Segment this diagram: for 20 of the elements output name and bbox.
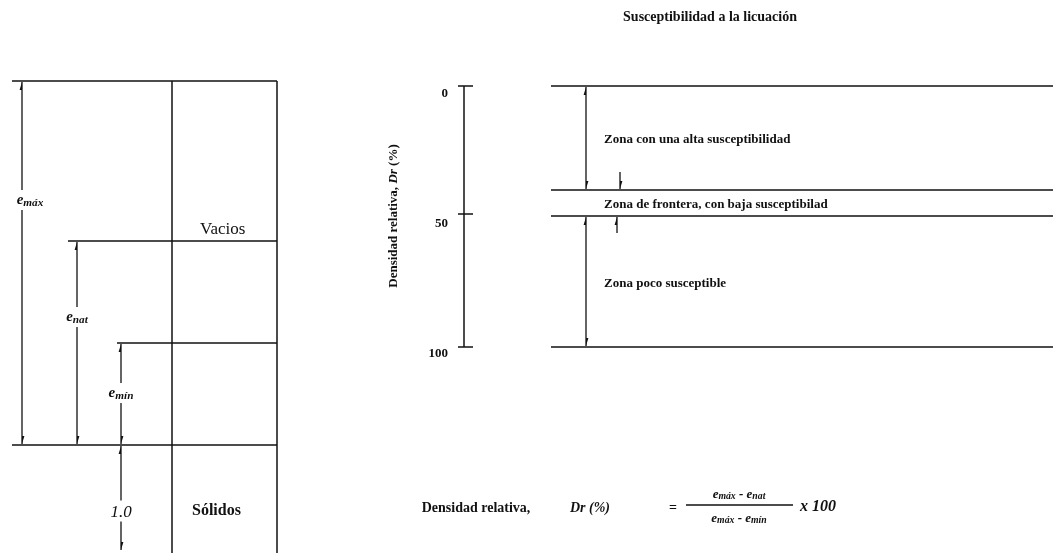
zone-label: Zona poco susceptible [604, 275, 727, 289]
title: Susceptibilidad a la licuación [623, 10, 797, 24]
formula-numerator: e$_{máx}$ - e$_{nat}$ [712, 486, 766, 502]
formula-text: x 100 [800, 498, 836, 514]
formula-denominator: e$_{máx}$ - e$_{mín}$ [711, 510, 767, 526]
zone-label: Zona de frontera, con baja susceptibilad [604, 196, 828, 210]
zone-label: Zona con una alta susceptibilidad [604, 131, 791, 145]
tick-label: 50 [435, 215, 448, 229]
dimension-label: 1.0 [109, 500, 133, 522]
dimension-label: e$_{mín}$ [107, 383, 135, 403]
formula-text: Densidad relativa, [421, 501, 531, 515]
formula-text: Dr (%) [570, 501, 610, 515]
region-label: Sólidos [192, 501, 241, 519]
dimension-label: e$_{nat}$ [65, 307, 89, 327]
tick-label: 100 [428, 345, 448, 359]
formula-text: = [669, 501, 677, 515]
tick-label: 0 [441, 85, 448, 99]
dimension-label: e$_{máx}$ [15, 190, 45, 210]
axis-title: Densidad relativa, Dr (%) [385, 144, 399, 288]
region-label: Vacios [200, 219, 246, 239]
